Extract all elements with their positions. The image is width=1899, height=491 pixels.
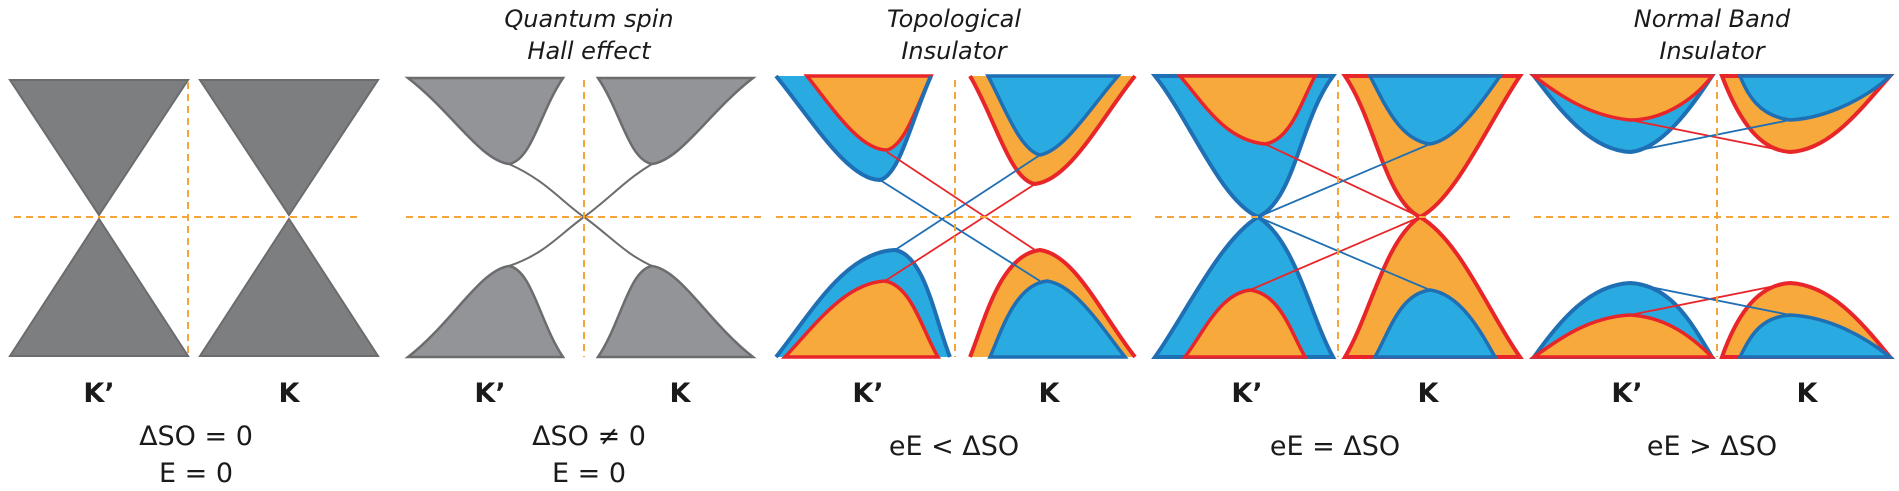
condition-line-1: eE = ΔSO xyxy=(1270,431,1400,462)
band-k-conduction-blue xyxy=(1737,74,1895,122)
band-k-valence-blue xyxy=(987,279,1129,359)
band-kprime-valence xyxy=(404,264,566,359)
band-kprime-conduction xyxy=(404,76,566,166)
band-kprime-valence-blue-edge xyxy=(774,247,952,359)
band-plot-qshe xyxy=(404,76,764,359)
band-k-conduction-blue xyxy=(985,74,1122,157)
panel-title-line-2: Hall effect xyxy=(527,37,652,65)
panel-title-line-1: Topological xyxy=(887,5,1021,33)
band-k-valence-red-edge xyxy=(968,247,1137,359)
panel-title-line-1: Normal Band xyxy=(1634,5,1791,33)
edge-state-blue-1 xyxy=(1629,119,1791,153)
edge-state-red-2 xyxy=(1249,216,1421,291)
valley-label-kprime: K’ xyxy=(83,378,114,409)
valley-label-k: K xyxy=(279,378,301,409)
condition-line-1: eE < ΔSO xyxy=(889,431,1019,462)
panel-nbi: Normal Band Insulator K’ K eE > ΔSO xyxy=(1528,5,1895,462)
valley-label-k: K xyxy=(1797,378,1819,409)
band-plot-ti xyxy=(774,74,1137,359)
band-k-valence xyxy=(595,264,757,359)
band-k-valence-blue xyxy=(1737,313,1895,359)
panel-title-line-2: Insulator xyxy=(1659,37,1766,65)
condition-line-2: E = 0 xyxy=(159,458,233,489)
band-plot-dirac xyxy=(8,79,380,357)
panel-title-line-2: Insulator xyxy=(901,37,1008,65)
band-k-conduction-red-edge xyxy=(968,74,1137,187)
dirac-cone-k-upper xyxy=(198,79,380,217)
valley-label-kprime: K’ xyxy=(852,378,883,409)
condition-line-1: ΔSO ≠ 0 xyxy=(532,421,646,452)
edge-state-blue-2 xyxy=(894,154,1041,251)
valley-label-k: K xyxy=(670,378,692,409)
dirac-cone-kprime-upper xyxy=(8,79,190,217)
dirac-cone-kprime-lower xyxy=(8,217,190,357)
panel-dirac: K’ K ΔSO = 0 E = 0 xyxy=(8,79,380,489)
panel-ti: Topological Insulator xyxy=(774,5,1137,462)
dirac-cone-k-lower xyxy=(198,217,380,357)
edge-state-blue-1 xyxy=(879,179,1041,282)
valley-label-kprime: K’ xyxy=(1231,378,1262,409)
condition-line-1: eE > ΔSO xyxy=(1647,431,1777,462)
band-k-valence-blue xyxy=(1372,288,1498,359)
band-k-conduction-blue xyxy=(1367,74,1504,146)
band-k-conduction xyxy=(595,76,757,166)
band-kprime-conduction-blue-edge xyxy=(774,74,933,183)
edge-state-red-2 xyxy=(884,183,1036,282)
condition-line-1: ΔSO = 0 xyxy=(139,421,253,452)
band-plot-critical xyxy=(1150,74,1524,359)
edge-state-blue-2 xyxy=(1629,282,1791,316)
edge-state-red-1 xyxy=(886,151,1036,251)
valley-label-kprime: K’ xyxy=(1611,378,1642,409)
valley-label-kprime: K’ xyxy=(474,378,505,409)
valley-label-k: K xyxy=(1418,378,1440,409)
band-plot-nbi xyxy=(1528,74,1895,359)
condition-line-2: E = 0 xyxy=(552,458,626,489)
valley-label-k: K xyxy=(1039,378,1061,409)
edge-state-blue-1 xyxy=(1257,143,1431,218)
edge-state-blue-2 xyxy=(1257,216,1431,291)
panel-title-line-1: Quantum spin xyxy=(504,5,673,33)
panel-qshe: Quantum spin Hall effect K’ K ΔSO ≠ 0 E … xyxy=(404,5,764,489)
panel-critical: K’ K eE = ΔSO xyxy=(1150,74,1524,462)
